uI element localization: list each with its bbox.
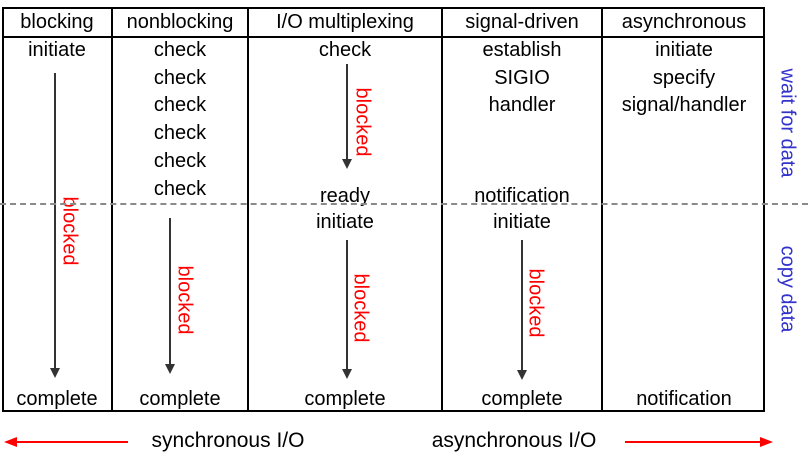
- multiplexing-check-label: check: [318, 39, 372, 61]
- blocking-down-arrowhead-icon: [50, 368, 60, 378]
- multiplexing-copy-down-arrowhead-icon: [342, 369, 352, 379]
- nonblocking-down-arrow: [169, 218, 171, 365]
- column-header-asynchronous: asynchronous: [621, 11, 747, 33]
- multiplexing-copy-down-arrow: [346, 240, 348, 370]
- nonblocking-check-label: check: [153, 122, 207, 144]
- asynchronous-io-label: asynchronous I/O: [431, 429, 597, 452]
- signal-driven-down-arrowhead-icon: [517, 370, 527, 380]
- nonblocking-check-label: check: [153, 39, 207, 61]
- multiplexing-complete-label: complete: [304, 388, 386, 410]
- wait-for-data-label: wait for data: [776, 68, 799, 178]
- column-header-io-multiplexing: I/O multiplexing: [276, 11, 414, 33]
- signal-driven-blocked-label: blocked: [524, 268, 547, 338]
- multiplexing-ready-label: ready: [319, 185, 371, 207]
- blocking-blocked-label: blocked: [58, 196, 81, 266]
- column-divider-1: [111, 7, 113, 412]
- signal-driven-initiate-label: initiate: [493, 211, 551, 233]
- blocking-initiate-label: initiate: [28, 39, 86, 61]
- signal-driven-complete-label: complete: [481, 388, 563, 410]
- multiplexing-initiate-label: initiate: [316, 211, 374, 233]
- multiplexing-wait-down-arrowhead-icon: [342, 159, 352, 169]
- column-divider-4: [601, 7, 603, 412]
- multiplexing-copy-blocked-label: blocked: [349, 273, 372, 343]
- phase-divider-line: [0, 203, 808, 205]
- asynchronous-io-right-arrowhead-icon: [760, 437, 773, 447]
- column-header-signal-driven: signal-driven: [465, 11, 579, 33]
- nonblocking-check-label: check: [153, 178, 207, 200]
- synchronous-io-left-arrowhead-icon: [4, 437, 17, 447]
- column-header-nonblocking: nonblocking: [126, 11, 234, 33]
- synchronous-io-label: synchronous I/O: [151, 429, 305, 452]
- asynchronous-initiate-label: initiate: [655, 39, 713, 61]
- nonblocking-check-label: check: [153, 94, 207, 116]
- comparison-table-frame: [2, 7, 765, 412]
- column-divider-2: [247, 7, 249, 412]
- asynchronous-io-arrow: [625, 441, 761, 443]
- asynchronous-signal-handler-label: signal/handler: [621, 94, 747, 116]
- column-header-blocking: blocking: [20, 11, 94, 33]
- nonblocking-down-arrowhead-icon: [165, 364, 175, 374]
- signal-driven-handler-label: handler: [488, 94, 556, 116]
- column-divider-3: [441, 7, 443, 412]
- multiplexing-wait-blocked-label: blocked: [351, 87, 374, 157]
- multiplexing-wait-down-arrow: [346, 64, 348, 160]
- asynchronous-notification-label: notification: [636, 388, 732, 410]
- synchronous-io-arrow: [16, 441, 128, 443]
- header-separator-line: [2, 36, 765, 38]
- signal-driven-notification-label: notification: [474, 185, 570, 207]
- blocking-down-arrow: [54, 73, 56, 369]
- nonblocking-blocked-label: blocked: [173, 265, 196, 335]
- signal-driven-sigio-label: SIGIO: [494, 67, 550, 89]
- nonblocking-check-label: check: [153, 150, 207, 172]
- blocking-complete-label: complete: [16, 388, 98, 410]
- nonblocking-complete-label: complete: [139, 388, 221, 410]
- nonblocking-check-label: check: [153, 67, 207, 89]
- asynchronous-specify-label: specify: [652, 67, 716, 89]
- copy-data-label: copy data: [776, 245, 799, 333]
- signal-driven-down-arrow: [521, 240, 523, 371]
- signal-driven-establish-label: establish: [482, 39, 562, 61]
